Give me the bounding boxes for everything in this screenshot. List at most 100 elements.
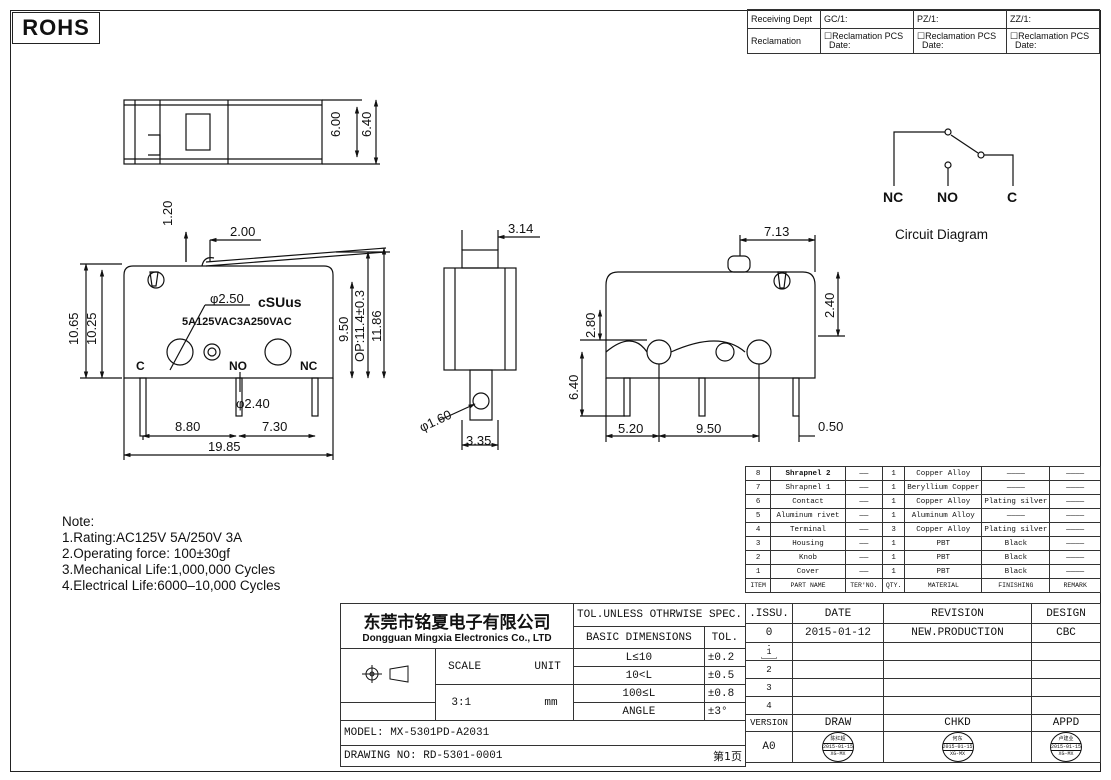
bom-cell-finish: Black [981, 564, 1051, 579]
bom-cell-name: Cover [770, 564, 846, 579]
dim-2-00: 2.00 [230, 224, 255, 239]
unit-value: mm [544, 696, 558, 709]
version-value: A0 [745, 731, 793, 763]
notes-title: Note: [62, 514, 95, 529]
bom-cell-name: Knob [770, 550, 846, 565]
back-view [579, 235, 845, 442]
bom-cell-ter: —— [844, 564, 883, 579]
bom-cell-name: Shrapnel 1 [770, 480, 846, 495]
scale-label: SCALE [448, 660, 482, 673]
notes: Note: 1.Rating:AC125V 5A/250V 3A 2.Opera… [62, 514, 280, 594]
stamp-dept: XG-MX [1058, 751, 1074, 758]
bom-cell-ter: —— [844, 522, 883, 537]
dim-7-13: 7.13 [764, 224, 789, 239]
bom-cell-ter: —— [844, 494, 883, 509]
bom-cell-material: PBT [904, 536, 983, 551]
dim-10-25: 10.25 [84, 312, 99, 345]
bom-cell-item: 5 [744, 508, 772, 523]
circuit-c: C [1007, 189, 1017, 205]
dim-10-65: 10.65 [66, 312, 81, 345]
page-number: 第1页 [704, 745, 747, 767]
bom-cell-material: Aluminum Alloy [904, 508, 983, 523]
bom-cell-finish: ———— [981, 466, 1051, 481]
dim-1-60: φ1.60 [417, 407, 454, 435]
bom-cell-name: Contact [770, 494, 846, 509]
drawing-frame [10, 10, 1101, 772]
top-view [123, 99, 380, 165]
bom-cell-finish: ———— [981, 508, 1051, 523]
dim-top-6-00: 6.00 [328, 112, 343, 137]
dim-7-30: 7.30 [262, 419, 287, 434]
basic-dims: BASIC DIMENSIONS [572, 626, 705, 649]
front-view [80, 231, 390, 460]
tol-range: 100≤L [572, 684, 705, 703]
stamp-date: 2015-01-15 [823, 742, 854, 752]
bom-cell-finish: ———— [981, 480, 1051, 495]
dim-9-50-vert: 9.50 [336, 317, 351, 342]
dim-0-50: 0.50 [818, 419, 843, 434]
bom-cell-remark: ———— [1049, 480, 1101, 495]
rev-mark-icon: 1 [745, 642, 793, 661]
stamp-name: 卢建业 [1058, 736, 1074, 743]
dim-top-6-40: 6.40 [359, 112, 374, 137]
revision-table: .ISSU. DATE REVISION DESIGN 0 2015-01-12… [745, 603, 1101, 763]
terminal-c-label: C [136, 359, 145, 373]
tol-header: TOL. [703, 626, 747, 649]
bom-cell-remark: ———— [1049, 536, 1101, 551]
dim-11-86: 11.86 [369, 310, 384, 342]
bom-cell-qty: 1 [881, 466, 906, 481]
bom-cell-remark: ———— [1049, 466, 1101, 481]
stamp-dept: XG-MX [949, 751, 965, 758]
circuit-diagram [893, 128, 1014, 186]
bom-header-ter: TER'NO. [844, 578, 883, 593]
issu-value: 0 [745, 623, 793, 643]
bom-header-remark: REMARK [1049, 578, 1101, 593]
bom-header-finish: FINISHING [981, 578, 1051, 593]
bom-cell-ter: —— [844, 480, 883, 495]
bom-cell-remark: ———— [1049, 550, 1101, 565]
bom-header-item: ITEM [744, 578, 772, 593]
dim-5-20: 5.20 [618, 421, 643, 436]
bom-cell-remark: ———— [1049, 564, 1101, 579]
bom-cell-finish: Black [981, 550, 1051, 565]
version-label: VERSION [745, 714, 793, 732]
bom-cell-material: Copper Alloy [904, 466, 983, 481]
bom-cell-material: Beryllium Copper [904, 480, 983, 495]
bom-cell-item: 2 [744, 550, 772, 565]
note-item: 4.Electrical Life:6000–10,000 Cycles [62, 578, 281, 593]
stamp-date: 2015-01-15 [1051, 742, 1082, 752]
dim-2-40: 2.40 [822, 293, 837, 318]
dim-1-20: 1.20 [160, 201, 175, 226]
appd-header: APPD [1031, 714, 1101, 732]
dim-3-35: 3.35 [466, 433, 491, 448]
company-cell: 东莞市铭夏电子有限公司 Dongguan Mingxia Electronics… [340, 603, 574, 649]
circuit-no: NO [937, 189, 958, 205]
bom-cell-item: 6 [744, 494, 772, 509]
tol-value: ±3° [703, 702, 747, 721]
dim-9-50-horiz: 9.50 [696, 421, 721, 436]
date-value: 2015-01-12 [792, 623, 884, 643]
terminal-nc-label: NC [300, 359, 318, 373]
bom-cell-name: Housing [770, 536, 846, 551]
company-cn: 东莞市铭夏电子有限公司 [363, 613, 551, 633]
title-block-left: 东莞市铭夏电子有限公司 Dongguan Mingxia Electronics… [340, 602, 747, 767]
bom-cell-finish: Plating silver [981, 522, 1051, 537]
scale-value: 3:1 [451, 696, 472, 709]
bom-cell-item: 1 [744, 564, 772, 579]
circuit-title: Circuit Diagram [895, 227, 988, 242]
dim-19-85: 19.85 [208, 439, 241, 454]
bom-cell-name: Shrapnel 2 [770, 466, 846, 481]
unit-label: UNIT [534, 660, 561, 673]
